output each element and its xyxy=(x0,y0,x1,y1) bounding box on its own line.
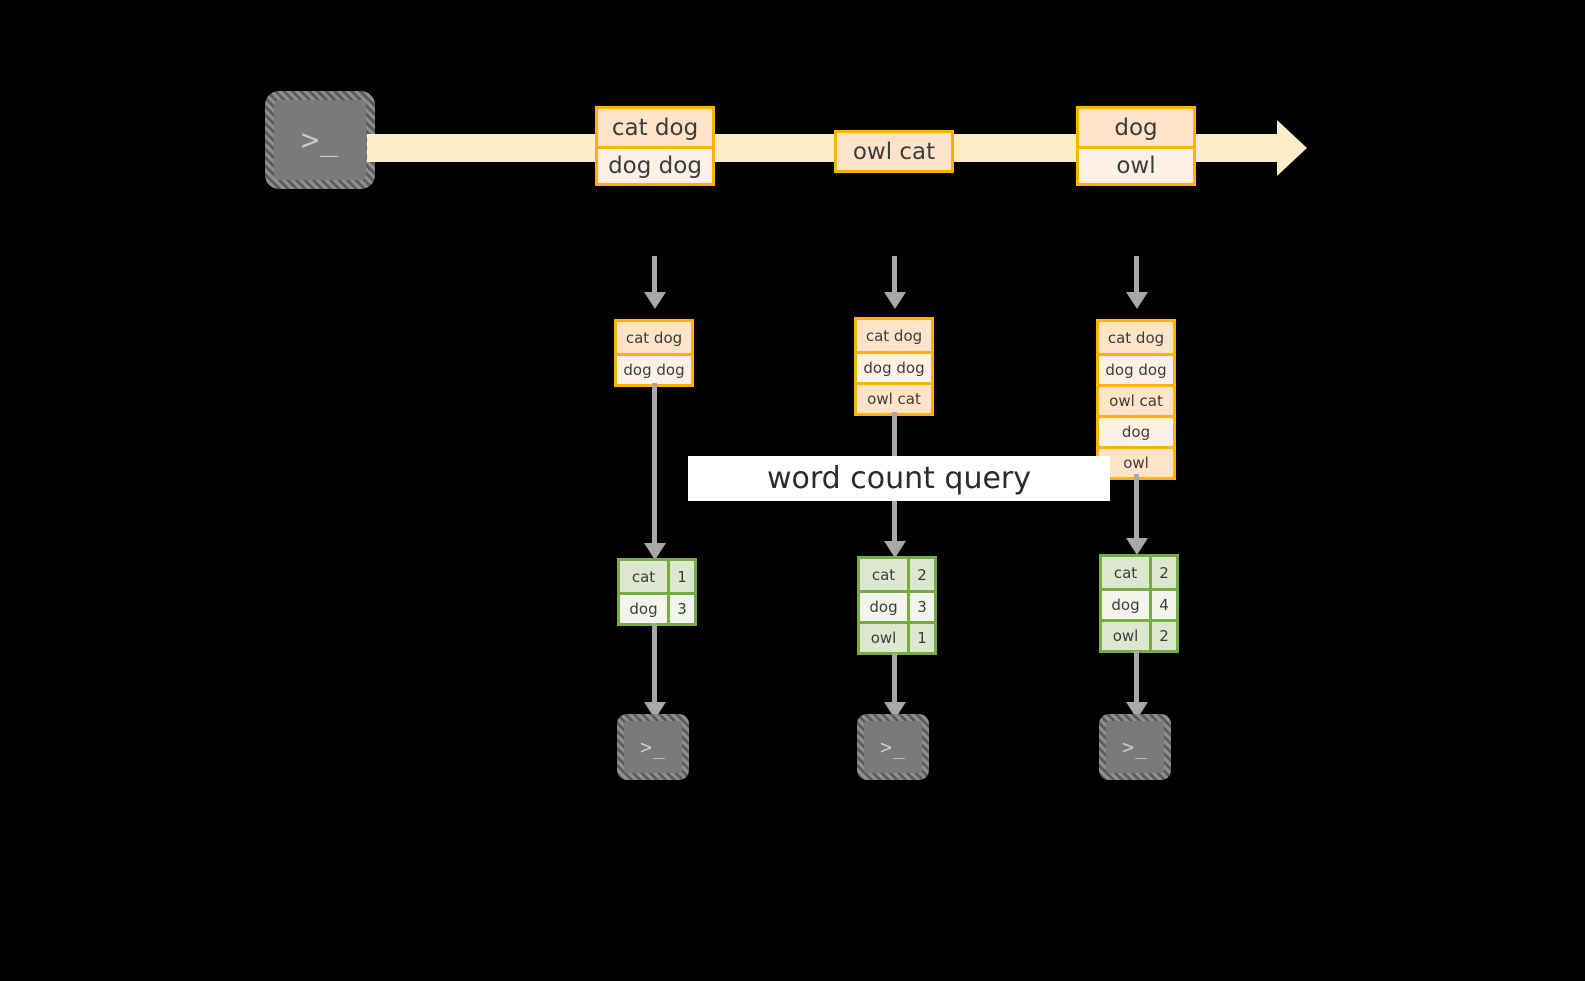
snapshot-3-buffer: cat dog dog dog owl cat dog owl xyxy=(1096,319,1176,480)
query-connector-arrowhead-1 xyxy=(644,543,666,560)
table-row: owl 1 xyxy=(860,621,934,652)
query-connector-1 xyxy=(652,383,657,543)
word-cell: cat xyxy=(1102,557,1149,588)
terminal-prompt-glyph: >_ xyxy=(879,735,907,759)
sink-connector-2 xyxy=(892,653,897,709)
terminal-icon-source: >_ xyxy=(265,91,375,189)
word-cell: cat xyxy=(620,561,667,592)
word-cell: dog xyxy=(620,595,667,623)
word-cell: owl xyxy=(860,624,907,652)
buffer-line: cat dog xyxy=(857,320,931,351)
snapshot-feed-line-2 xyxy=(892,256,897,292)
snapshot-1-result-table: cat 1 dog 3 xyxy=(617,558,697,626)
table-row: cat 1 xyxy=(620,561,694,592)
count-cell: 3 xyxy=(667,595,694,623)
word-cell: dog xyxy=(860,593,907,621)
stream-record-line: dog dog xyxy=(598,146,712,183)
query-label-text: word count query xyxy=(766,461,1032,496)
word-cell: cat xyxy=(860,559,907,590)
sink-connector-arrowhead-2 xyxy=(884,702,906,719)
table-row: dog 4 xyxy=(1102,588,1176,619)
terminal-prompt-glyph: >_ xyxy=(639,735,667,759)
count-cell: 2 xyxy=(1149,557,1176,588)
table-row: cat 2 xyxy=(860,559,934,590)
snapshot-feed-arrowhead-2 xyxy=(884,292,906,309)
stream-record-group-3: dog owl xyxy=(1076,106,1196,186)
sink-connector-arrowhead-3 xyxy=(1126,702,1148,719)
snapshot-feed-line-1 xyxy=(652,256,657,292)
query-connector-3 xyxy=(1134,474,1139,538)
stream-record-line: dog xyxy=(1079,109,1193,146)
count-cell: 2 xyxy=(1149,622,1176,650)
table-row: owl 2 xyxy=(1102,619,1176,650)
stream-record-line: owl xyxy=(1079,146,1193,183)
snapshot-feed-arrowhead-1 xyxy=(644,292,666,309)
snapshot-2-result-table: cat 2 dog 3 owl 1 xyxy=(857,556,937,655)
buffer-line: owl xyxy=(1099,446,1173,477)
buffer-line: dog xyxy=(1099,415,1173,446)
sink-connector-1 xyxy=(652,623,657,709)
stream-record-line: cat dog xyxy=(598,109,712,146)
word-cell: dog xyxy=(1102,591,1149,619)
stream-record-group-1: cat dog dog dog xyxy=(595,106,715,186)
terminal-prompt-glyph: >_ xyxy=(300,122,340,158)
table-row: dog 3 xyxy=(860,590,934,621)
snapshot-feed-line-3 xyxy=(1134,256,1139,292)
stream-arrowhead xyxy=(1277,120,1307,176)
query-connector-arrowhead-3 xyxy=(1126,538,1148,555)
buffer-line: dog dog xyxy=(857,351,931,382)
snapshot-3-result-table: cat 2 dog 4 owl 2 xyxy=(1099,554,1179,653)
snapshot-feed-arrowhead-3 xyxy=(1126,292,1148,309)
buffer-line: cat dog xyxy=(1099,322,1173,353)
snapshot-1-buffer: cat dog dog dog xyxy=(614,319,694,387)
buffer-line: owl cat xyxy=(1099,384,1173,415)
table-row: dog 3 xyxy=(620,592,694,623)
terminal-icon-sink: >_ xyxy=(857,714,929,780)
buffer-line: dog dog xyxy=(617,353,691,384)
count-cell: 2 xyxy=(907,559,934,590)
query-label-banner: word count query xyxy=(688,456,1110,501)
buffer-line: cat dog xyxy=(617,322,691,353)
sink-connector-arrowhead-1 xyxy=(644,702,666,719)
count-cell: 1 xyxy=(907,624,934,652)
sink-connector-3 xyxy=(1134,651,1139,709)
stream-record-line: owl cat xyxy=(837,133,951,170)
terminal-prompt-glyph: >_ xyxy=(1121,735,1149,759)
count-cell: 3 xyxy=(907,593,934,621)
terminal-icon-sink: >_ xyxy=(1099,714,1171,780)
snapshot-2-buffer: cat dog dog dog owl cat xyxy=(854,317,934,416)
buffer-line: owl cat xyxy=(857,382,931,413)
buffer-line: dog dog xyxy=(1099,353,1173,384)
word-cell: owl xyxy=(1102,622,1149,650)
count-cell: 4 xyxy=(1149,591,1176,619)
stream-record-group-2: owl cat xyxy=(834,130,954,173)
query-connector-arrowhead-2 xyxy=(884,541,906,558)
table-row: cat 2 xyxy=(1102,557,1176,588)
terminal-icon-sink: >_ xyxy=(617,714,689,780)
count-cell: 1 xyxy=(667,561,694,592)
